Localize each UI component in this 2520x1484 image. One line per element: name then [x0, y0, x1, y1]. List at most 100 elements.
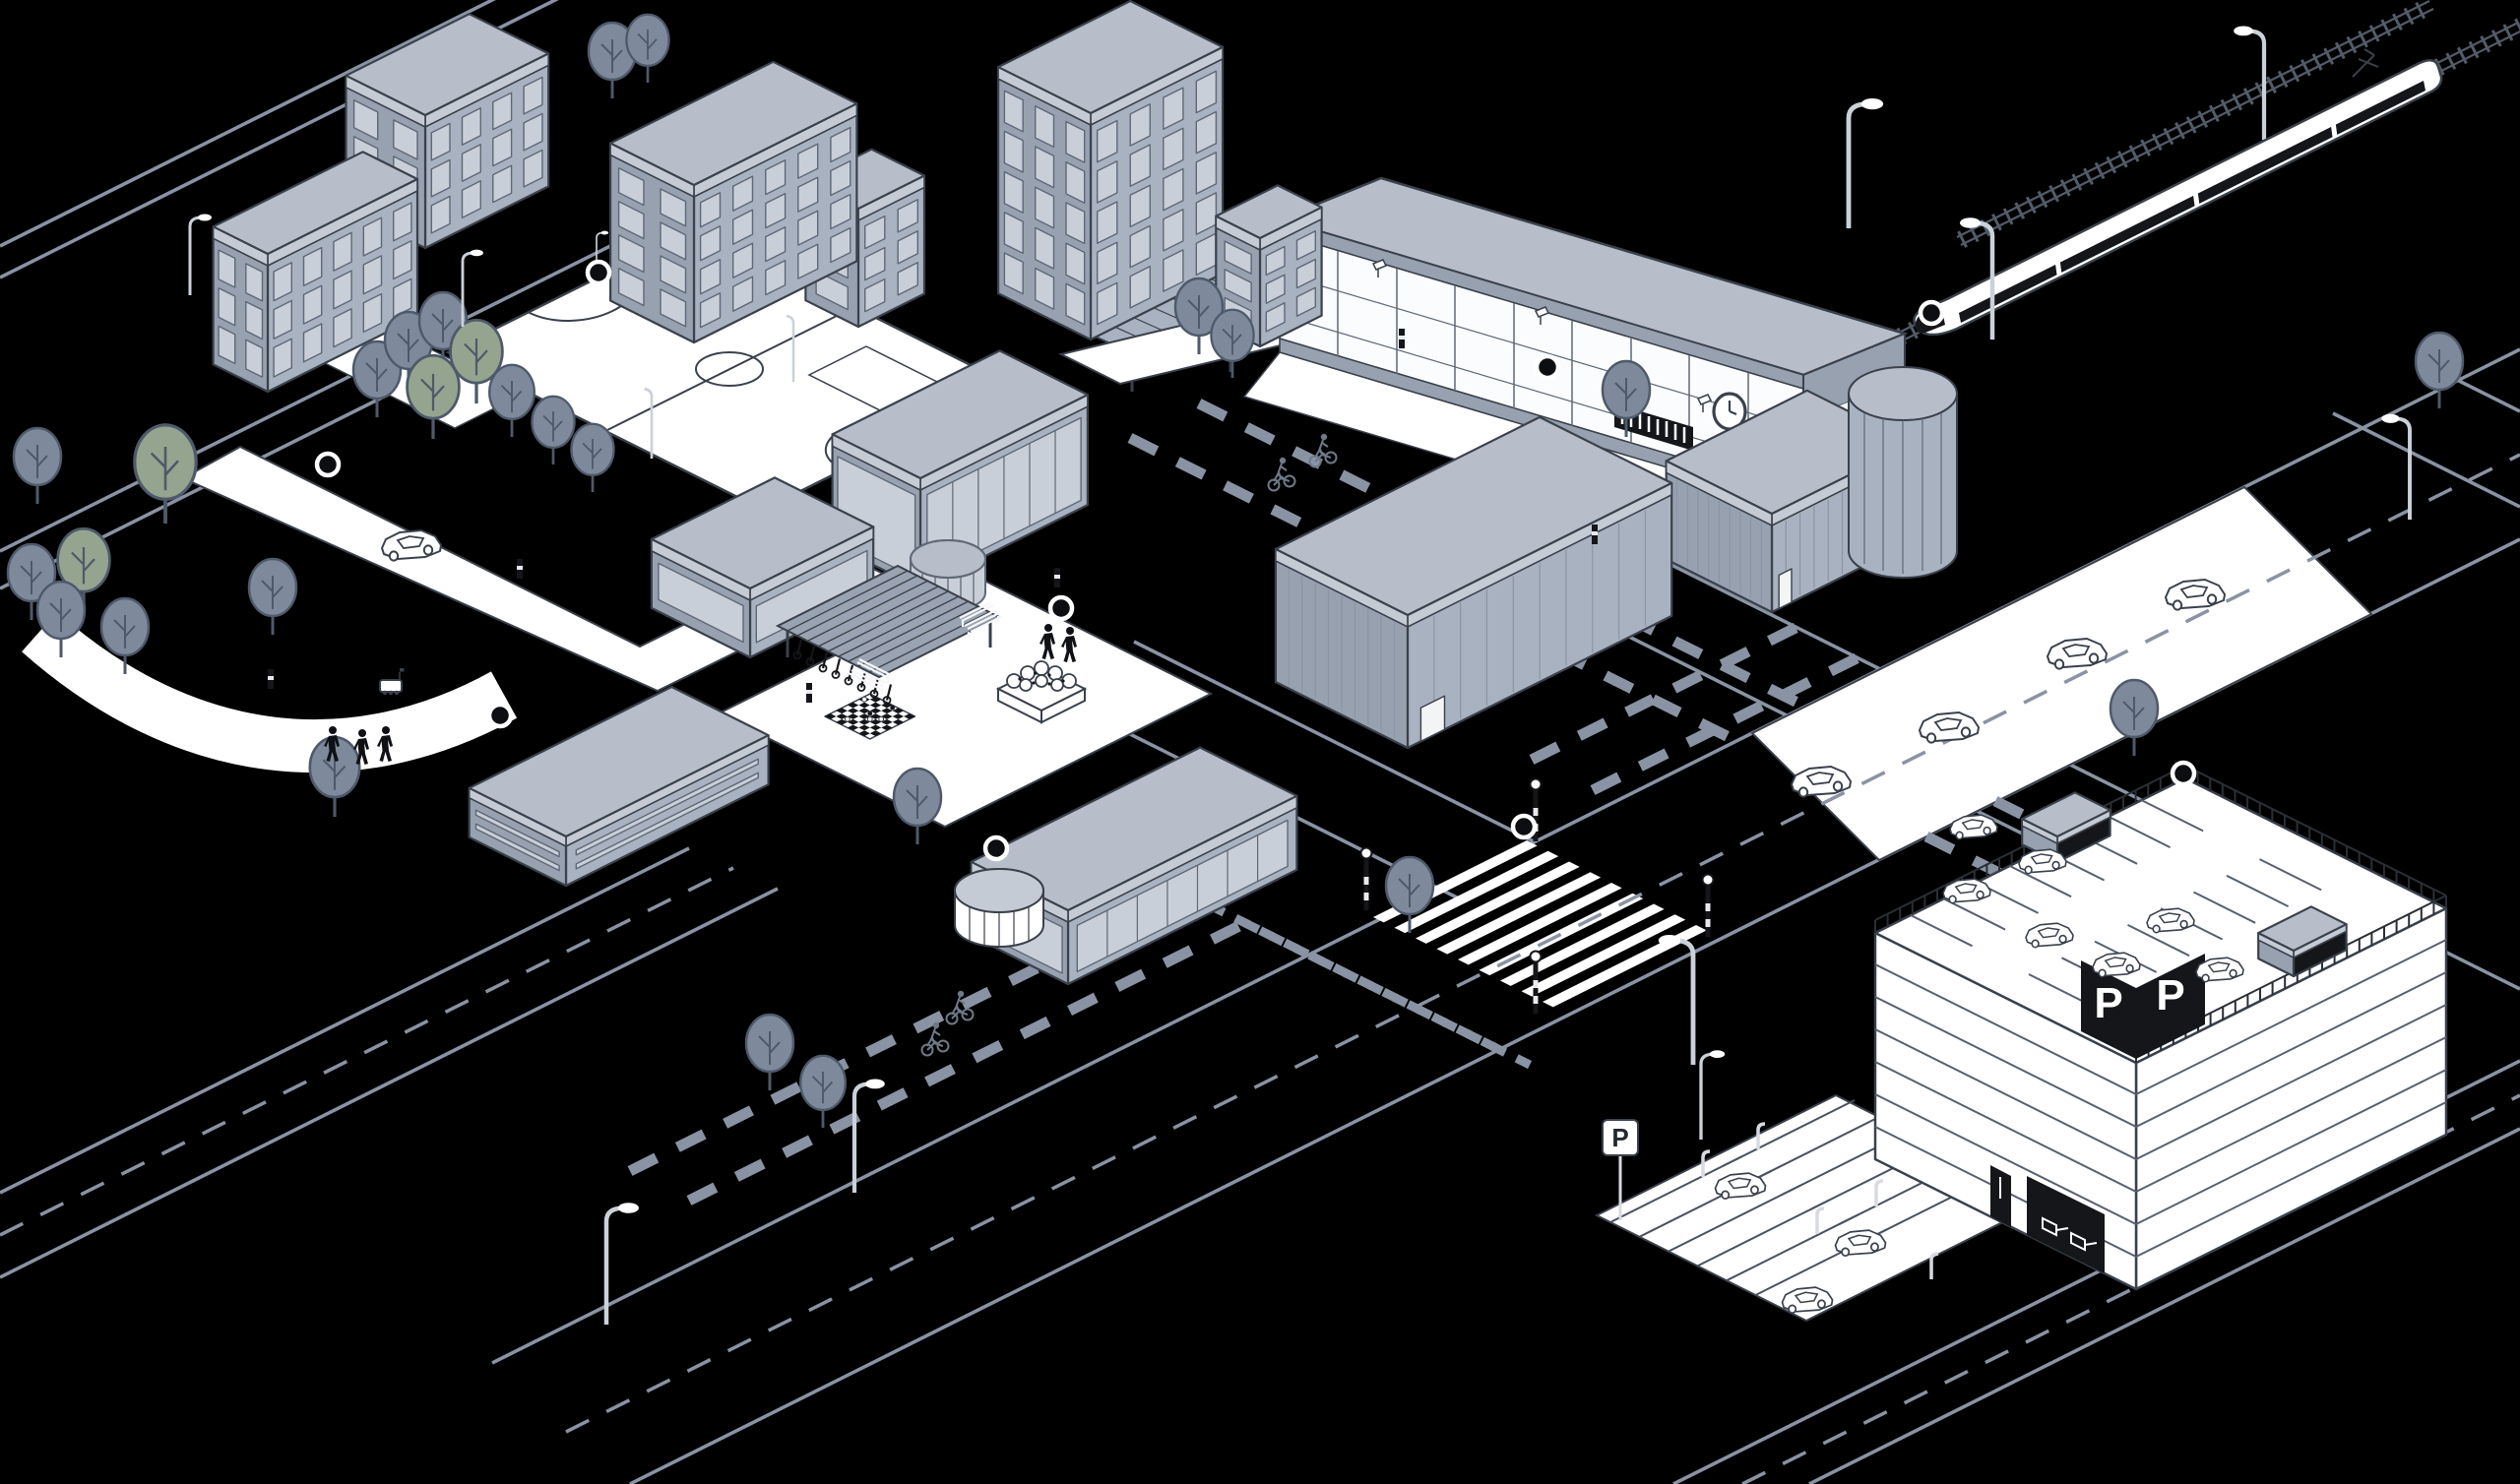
chess-cell — [881, 702, 893, 709]
window — [699, 225, 722, 262]
tie — [2002, 208, 2014, 225]
window — [1034, 267, 1055, 310]
tie — [2071, 173, 2083, 191]
window — [830, 226, 851, 264]
road-edge — [1133, 640, 1537, 844]
window — [732, 242, 754, 278]
road-edge — [0, 846, 779, 1279]
floor-line — [1874, 1028, 2137, 1160]
window — [273, 338, 292, 378]
chess-cell — [869, 708, 882, 714]
entrance-door — [1778, 568, 1793, 610]
window — [333, 270, 352, 310]
building-office-low — [468, 685, 770, 888]
window — [1034, 186, 1055, 229]
tie — [2300, 59, 2311, 77]
roof — [650, 476, 875, 590]
garage-sign-letter-left: P — [2094, 979, 2122, 1027]
window — [1034, 226, 1055, 270]
window — [1065, 160, 1086, 205]
street-furniture — [775, 564, 1088, 740]
chess-cell — [836, 718, 848, 725]
window — [1096, 281, 1118, 326]
window — [362, 216, 383, 257]
window — [765, 225, 787, 263]
chess-cell — [892, 708, 905, 714]
window-strip — [658, 562, 744, 644]
tie — [2059, 179, 2071, 197]
bay-line — [1751, 1113, 1884, 1182]
window — [245, 263, 264, 302]
building-campus-hall — [831, 349, 1090, 590]
floor-line — [2135, 1036, 2447, 1193]
window — [333, 308, 352, 348]
window — [430, 122, 451, 161]
chess-cell — [858, 708, 870, 714]
window — [617, 268, 645, 307]
chess-cell — [892, 718, 905, 725]
window — [523, 76, 543, 115]
tie — [1968, 224, 1980, 243]
window — [1034, 146, 1055, 189]
chess-cell — [858, 724, 870, 731]
tie — [2094, 161, 2106, 180]
window-strip — [474, 809, 560, 858]
road-centerline-dashed — [0, 866, 734, 1237]
zebra-stripe — [1500, 903, 1665, 986]
chess-piece — [861, 719, 867, 724]
marker-station — [1537, 356, 1558, 378]
roof — [2257, 905, 2348, 953]
window — [302, 323, 323, 363]
road-edge — [0, 0, 496, 248]
tie — [2197, 110, 2209, 128]
bike-frame — [808, 646, 816, 662]
window — [1096, 119, 1118, 163]
roof — [212, 151, 419, 256]
chess-cell — [858, 713, 870, 719]
zebra-stripe — [1394, 850, 1559, 934]
floor-line — [1874, 996, 2137, 1128]
floor-line — [2135, 1101, 2447, 1258]
window — [864, 215, 886, 250]
window — [1163, 208, 1184, 252]
window — [1065, 120, 1086, 163]
roof — [831, 349, 1090, 480]
zebra-stripe — [1543, 925, 1707, 1008]
chess-cell — [881, 708, 893, 714]
tie — [2368, 25, 2380, 42]
window — [1195, 70, 1218, 114]
tie — [2185, 116, 2197, 134]
chess-piece — [861, 696, 867, 703]
window — [1065, 282, 1086, 326]
bike-frame — [885, 684, 893, 701]
window — [1224, 240, 1252, 275]
buildings — [212, 0, 1915, 986]
chess-cell — [869, 713, 882, 719]
security-camera-icon — [1371, 259, 1388, 278]
window — [1163, 87, 1184, 131]
marker-garage — [2173, 763, 2194, 784]
chess-cell — [869, 724, 882, 731]
chess-piece — [850, 708, 856, 713]
chess-cell — [869, 718, 882, 725]
bike-frame — [821, 651, 829, 669]
window — [797, 143, 819, 179]
chess-piece — [861, 703, 867, 708]
building-conference-wing — [1665, 389, 1915, 614]
tie — [2083, 167, 2094, 185]
bike-crossing — [1183, 889, 1501, 1054]
chess-cell — [869, 730, 882, 736]
window — [617, 234, 645, 274]
roof — [1215, 184, 1323, 240]
window — [1295, 286, 1317, 317]
window-strip — [474, 823, 560, 872]
window — [660, 288, 687, 328]
zebra-stripe — [1436, 872, 1602, 955]
window — [362, 292, 383, 334]
tie — [2163, 127, 2174, 146]
tie — [2277, 70, 2289, 89]
curved-foot-path — [22, 611, 518, 773]
zebra-stripe — [1521, 914, 1686, 997]
window — [830, 159, 851, 197]
tie — [2048, 184, 2059, 203]
